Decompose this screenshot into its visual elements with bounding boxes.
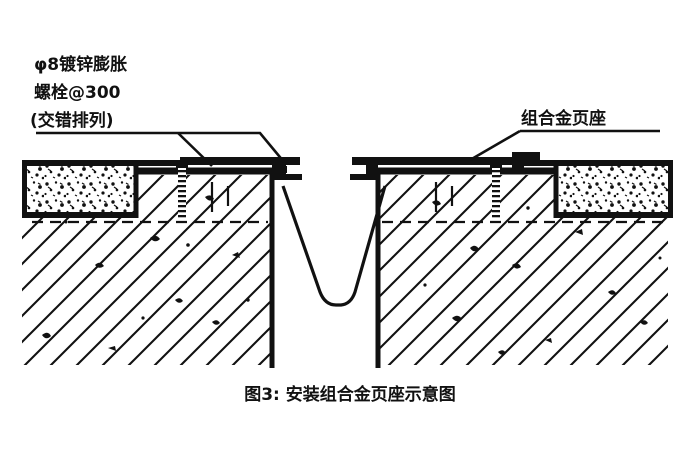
leader-bolt-note <box>36 131 286 167</box>
groove-v-profile <box>281 185 387 307</box>
left-metal-seat <box>180 157 302 180</box>
figure-caption: 图3: 安装组合金页座示意图 <box>244 384 456 405</box>
v-groove <box>269 168 387 368</box>
anchor-bolt-left <box>176 163 188 218</box>
bolt-note-line1: φ8镀锌膨胀 <box>34 54 127 75</box>
seat-detail-ticks <box>210 182 454 212</box>
bolt-note-line3: (交错排列) <box>30 110 114 131</box>
bolt-note-line2: 螺栓@300 <box>34 82 121 103</box>
right-metal-seat <box>350 152 540 180</box>
leader-seat-note <box>469 129 660 162</box>
anchor-bolt-right <box>490 163 502 218</box>
left-screed-layer <box>22 160 180 218</box>
seat-note-label: 组合金页座 <box>521 108 606 129</box>
right-screed-layer <box>512 160 673 218</box>
